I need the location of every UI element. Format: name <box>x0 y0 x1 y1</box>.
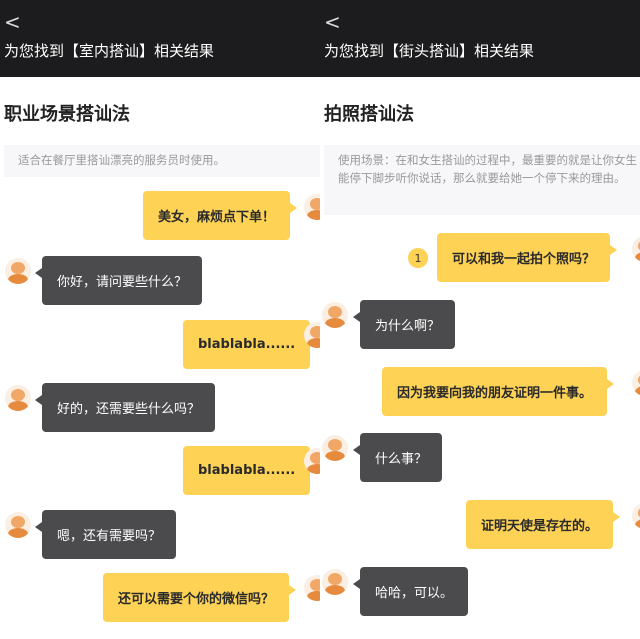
message-bubble: 美女，麻烦点下单！ <box>143 191 298 240</box>
avatar <box>632 236 640 262</box>
avatar <box>632 370 640 396</box>
section-title: 拍照搭讪法 <box>324 104 414 125</box>
description: 适合在餐厅里搭讪漂亮的服务员时使用。 <box>4 145 320 177</box>
message-bubble: blablabla...... <box>183 320 318 369</box>
avatar <box>322 569 348 595</box>
avatar <box>322 302 348 328</box>
message-bubble: 哈哈，可以。 <box>352 567 469 616</box>
message-bubble: 为什么啊？ <box>352 300 456 349</box>
avatar <box>304 322 320 348</box>
message-bubble: blablabla...... <box>183 446 318 495</box>
message-bubble: 你好，请问要些什么？ <box>34 256 203 305</box>
description: 使用场景：在和女生搭讪的过程中，最重要的就是让你女生能停下脚步听你说话，那么就要… <box>324 145 640 215</box>
message-bubble: 嗯，还有需要吗？ <box>34 510 177 559</box>
section-title: 职业场景搭讪法 <box>4 104 130 125</box>
avatar <box>304 194 320 220</box>
avatar <box>5 258 31 284</box>
chevron-left-icon[interactable]: < <box>324 10 341 34</box>
message-bubble: 什么事？ <box>352 433 443 482</box>
right-panel: < 为您找到【街头搭讪】相关结果 拍照搭讪法 使用场景：在和女生搭讪的过程中，最… <box>320 0 640 639</box>
avatar <box>5 385 31 411</box>
message-bubble: 还可以需要个你的微信吗？ <box>103 573 297 622</box>
header-title: 为您找到【室内搭讪】相关结果 <box>4 42 215 60</box>
step-badge: 1 <box>408 248 428 268</box>
avatar <box>632 503 640 529</box>
left-panel: < 为您找到【室内搭讪】相关结果 职业场景搭讪法 适合在餐厅里搭讪漂亮的服务员时… <box>0 0 320 622</box>
avatar <box>5 512 31 538</box>
avatar <box>322 435 348 461</box>
avatar <box>304 448 320 474</box>
header: < 为您找到【街头搭讪】相关结果 <box>320 0 640 77</box>
message-bubble: 证明天使是存在的。 <box>466 500 621 549</box>
header: < 为您找到【室内搭讪】相关结果 <box>0 0 320 77</box>
avatar <box>304 575 320 601</box>
chevron-left-icon[interactable]: < <box>4 10 21 34</box>
message-bubble: 可以和我一起拍个照吗？ <box>437 233 618 282</box>
message-bubble: 因为我要向我的朋友证明一件事。 <box>382 367 615 416</box>
header-title: 为您找到【街头搭讪】相关结果 <box>324 42 535 60</box>
message-bubble: 好的，还需要些什么吗？ <box>34 383 216 432</box>
